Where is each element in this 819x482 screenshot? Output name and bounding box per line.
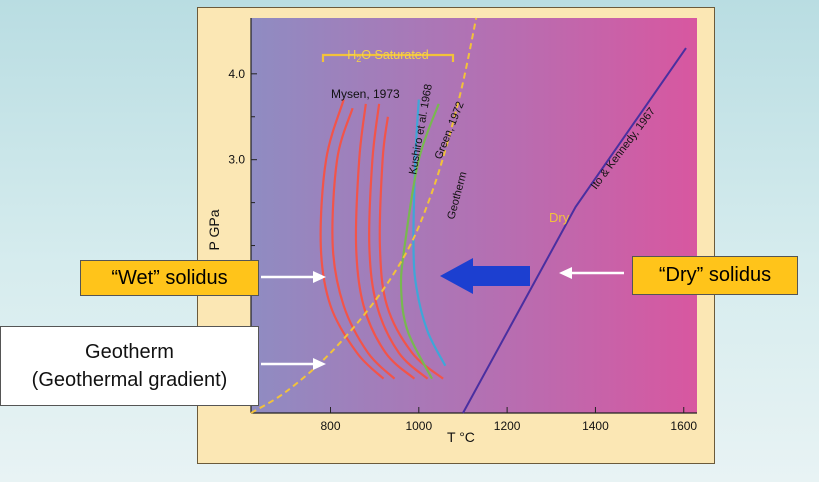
- x-axis-label: T °C: [447, 429, 475, 445]
- x-tick-label: 1600: [670, 419, 697, 433]
- series-line-wet-3: [368, 103, 429, 380]
- annotation-mysen: Mysen, 1973: [331, 87, 400, 101]
- big-arrow: [440, 258, 530, 294]
- plot-area: [251, 18, 697, 413]
- h2o-saturated-label: H2O Saturated: [347, 48, 428, 64]
- series-line-green-6: [399, 103, 440, 380]
- series-line-dry-8: [462, 47, 687, 414]
- geotherm-arrow: [261, 358, 326, 370]
- series-line-kushiro-5: [412, 99, 447, 367]
- series-line-wet-2: [354, 103, 416, 380]
- x-tick-label: 1400: [582, 419, 609, 433]
- geotherm-callout: Geotherm (Geothermal gradient): [0, 326, 259, 406]
- geotherm-callout-title: Geotherm: [85, 341, 174, 363]
- series-line-wet-1: [331, 107, 396, 380]
- h2o-bracket: [321, 53, 455, 62]
- x-tick-label: 1200: [494, 419, 521, 433]
- dry-solidus-callout: “Dry” solidus: [632, 256, 798, 295]
- wet-solidus-arrow: [261, 271, 326, 283]
- series-line-wet-4: [378, 116, 444, 380]
- series-line-wet-0: [319, 99, 385, 380]
- series-line-geotherm-7: [250, 17, 478, 414]
- y-tick-label: 3.0: [228, 153, 245, 167]
- x-tick-label: 1000: [405, 419, 432, 433]
- geotherm-callout-subtitle: (Geothermal gradient): [31, 369, 228, 391]
- y-axis-label: P GPa: [206, 209, 222, 250]
- x-tick-label: 800: [320, 419, 340, 433]
- dry-solidus-arrow: [559, 267, 624, 279]
- wet-solidus-callout: “Wet” solidus: [80, 260, 259, 296]
- y-tick-label: 4.0: [228, 67, 245, 81]
- annotation-dry: Dry: [549, 210, 570, 225]
